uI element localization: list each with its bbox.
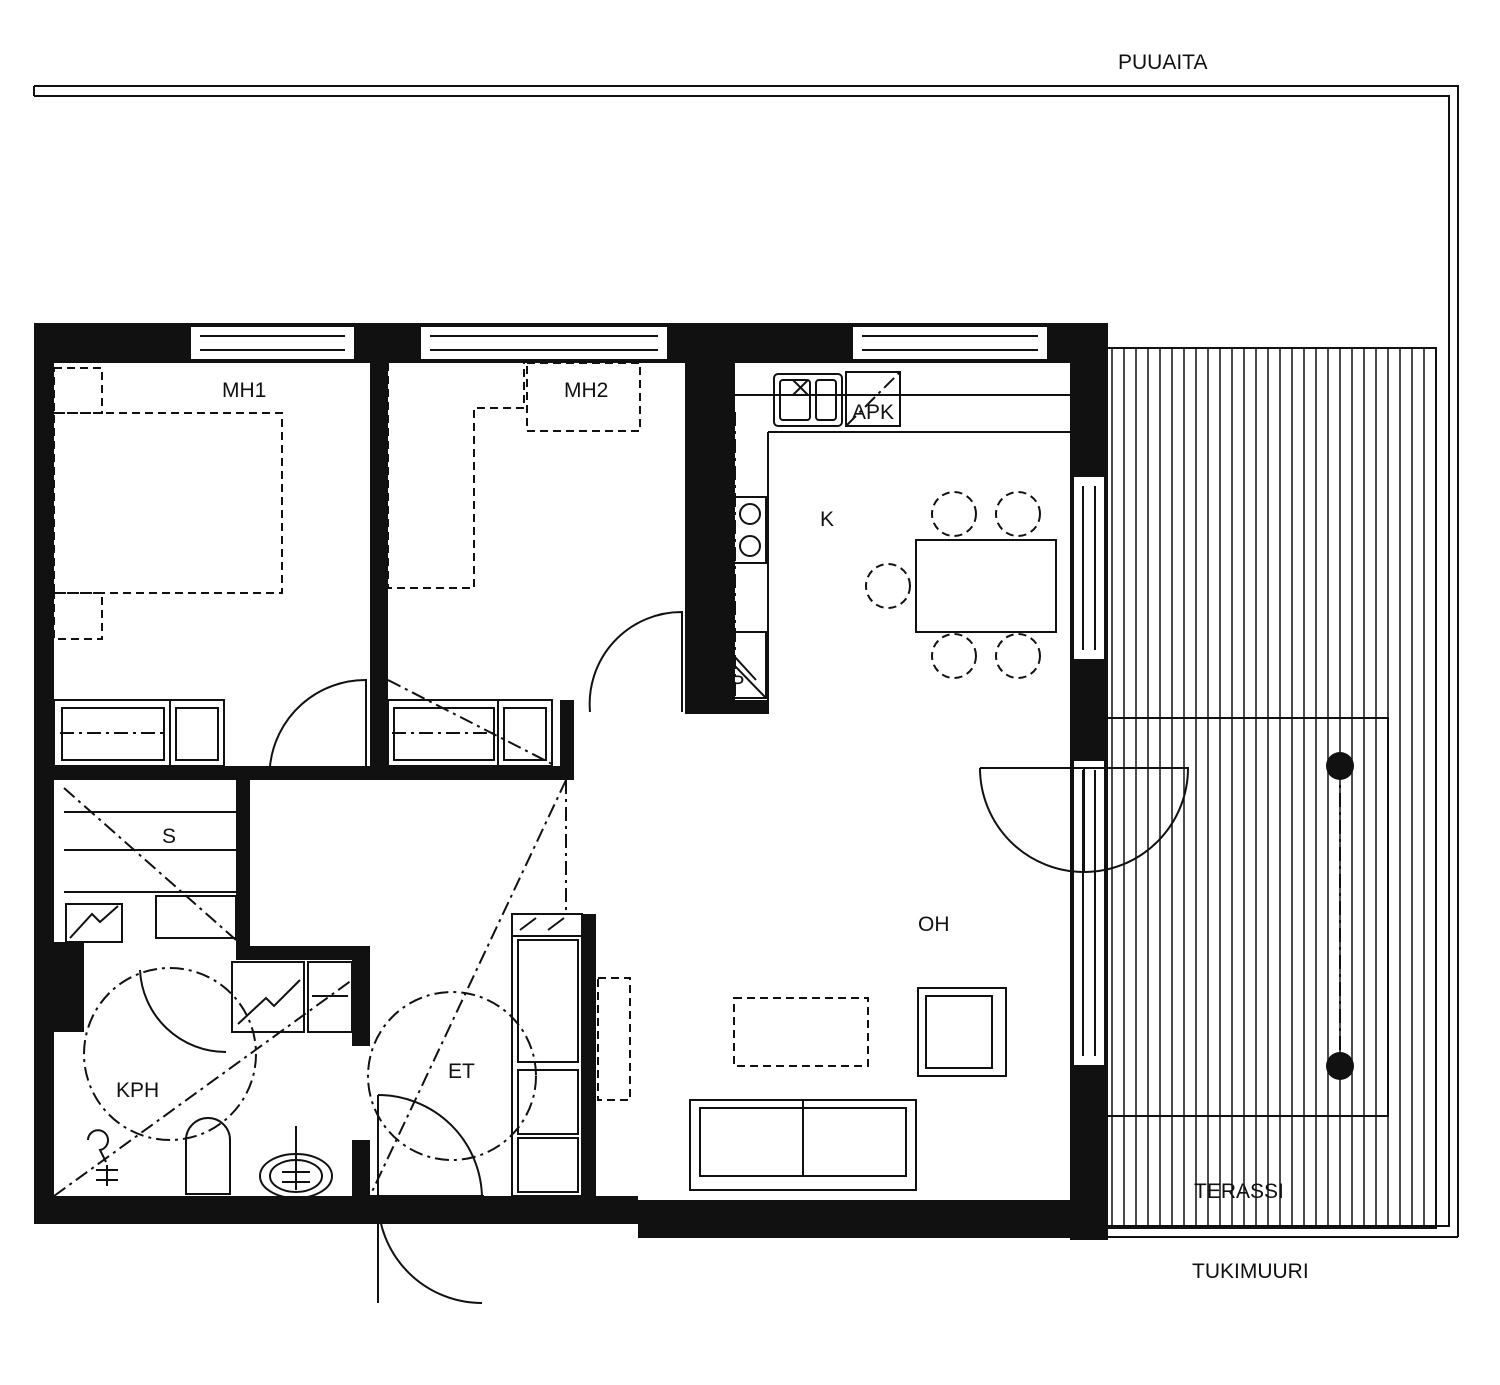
interior-walls [54, 700, 769, 1200]
room-label-living: OH [918, 913, 950, 936]
terrace-label: TERASSI [1194, 1180, 1284, 1203]
stove-icon [703, 496, 767, 564]
fence-puuaita [33, 85, 1459, 1237]
window-mh1 [189, 325, 356, 361]
front-door [370, 1094, 484, 1304]
terrace-deck [1099, 347, 1437, 1229]
mh2-bed [387, 362, 641, 589]
post-top [1326, 752, 1354, 780]
sofa [689, 1099, 917, 1191]
room-label-kitchen: K [820, 508, 834, 531]
room-label-mh1: MH1 [222, 379, 266, 402]
label-freezer: JKP [706, 672, 745, 695]
room-label-entry: ET [448, 1060, 475, 1083]
mh1-wardrobe [53, 699, 225, 767]
dishwasher [845, 371, 901, 427]
room-label-mh2: MH2 [564, 379, 608, 402]
entry-sightlines [367, 779, 567, 1197]
bathroom-fixtures [53, 895, 353, 1199]
storage-shelves [63, 787, 237, 941]
window-kitchen [851, 325, 1049, 361]
mh2-wardrobe [387, 679, 557, 767]
mh1-door [269, 678, 367, 767]
coffee-table [733, 997, 869, 1067]
mh2-door [588, 610, 683, 713]
dining-table [865, 491, 1057, 679]
kitchen-sink [773, 373, 843, 427]
entry-closet [511, 913, 583, 1197]
room-label-bathroom: KPH [116, 1079, 159, 1102]
tv-cabinet [597, 977, 631, 1101]
mh1-bed [53, 367, 283, 640]
freezer [701, 631, 767, 699]
retaining-wall-label: TUKIMUURI [1192, 1260, 1309, 1283]
window-mh2 [419, 325, 669, 361]
armchair [917, 987, 1007, 1077]
room-label-storage: S [162, 825, 176, 848]
exterior-walls [34, 323, 1108, 1240]
post-bottom [1326, 1052, 1354, 1080]
terrace-door [979, 759, 1190, 1067]
fence-label: PUUAITA [1118, 51, 1207, 74]
kitchen-counter [699, 394, 1070, 700]
label-dishwasher: APK [852, 401, 894, 424]
window-kitchen-side [1072, 475, 1106, 661]
